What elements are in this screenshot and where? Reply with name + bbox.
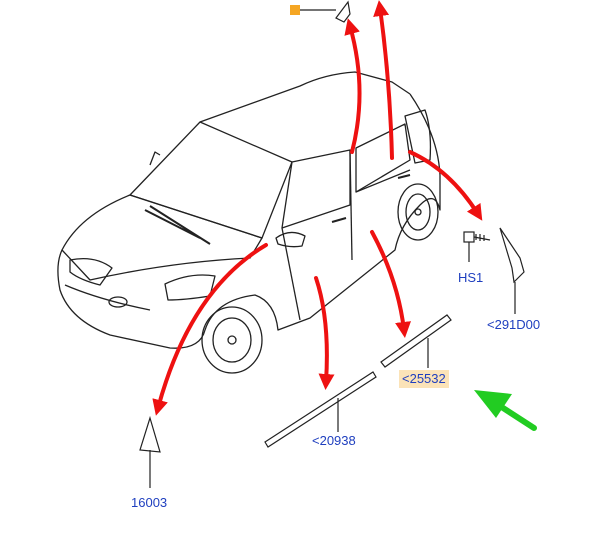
callout-arrows: [152, 0, 483, 416]
part-label-20938[interactable]: <20938: [312, 433, 356, 448]
top-trim-part[interactable]: [300, 0, 351, 23]
part-label-16003[interactable]: 16003: [131, 495, 168, 510]
arrow-to-top-part-b: [373, 0, 394, 160]
arrow-to-291D00: [408, 150, 483, 221]
part-label-25532[interactable]: <25532: [399, 370, 449, 388]
part-16003-shape[interactable]: [139, 415, 161, 488]
green-pointer-arrow: [474, 390, 537, 431]
arrow-to-20938: [314, 276, 335, 390]
top-marker-icon: [290, 5, 300, 15]
part-20938-shape[interactable]: [264, 371, 377, 448]
part-291D00-shape[interactable]: [499, 227, 525, 314]
car-illustration: [57, 71, 441, 374]
part-HS1-screw[interactable]: [463, 231, 491, 262]
arrow-to-25532: [370, 230, 411, 338]
arrow-to-top-part-a: [344, 18, 362, 154]
arrow-to-16003: [152, 243, 268, 416]
part-25532-shape[interactable]: [380, 314, 452, 368]
part-label-HS1[interactable]: HS1: [458, 270, 484, 285]
part-label-291D00[interactable]: <291D00: [487, 317, 541, 332]
